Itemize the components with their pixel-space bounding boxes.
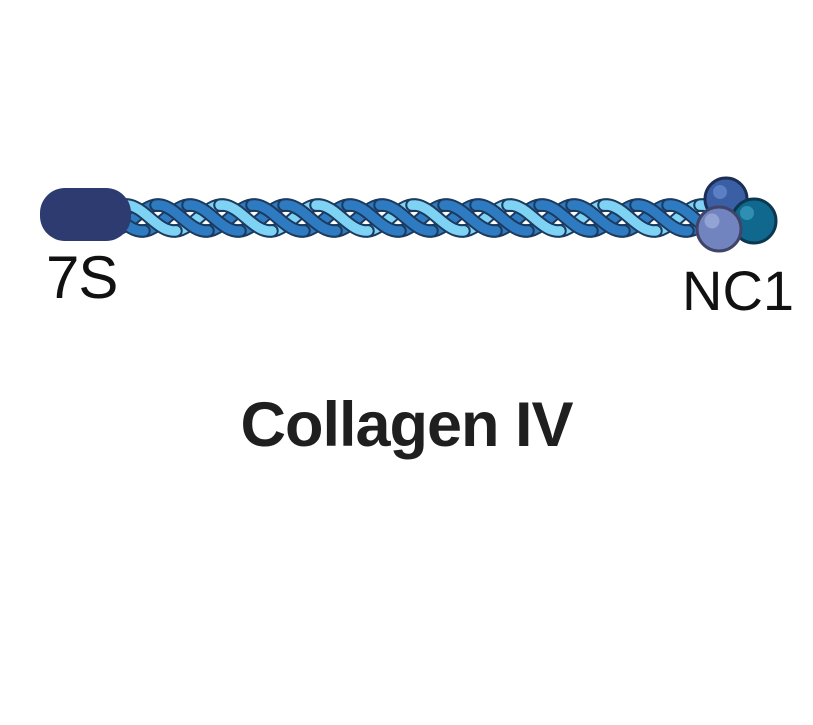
nc1-sphere-back-highlight [713,185,727,199]
label-7s: 7S [46,244,118,311]
seven-s-domain-pill [40,188,131,241]
triple-helix-strands [109,198,715,238]
nc1-sphere-teal-highlight [740,206,754,220]
nc1-sphere-front-highlight [704,213,720,229]
label-nc1: NC1 [682,259,795,322]
nc1-domain-spheres [695,176,778,253]
nc1-sphere-front [695,205,743,253]
diagram-title: Collagen IV [240,390,573,460]
